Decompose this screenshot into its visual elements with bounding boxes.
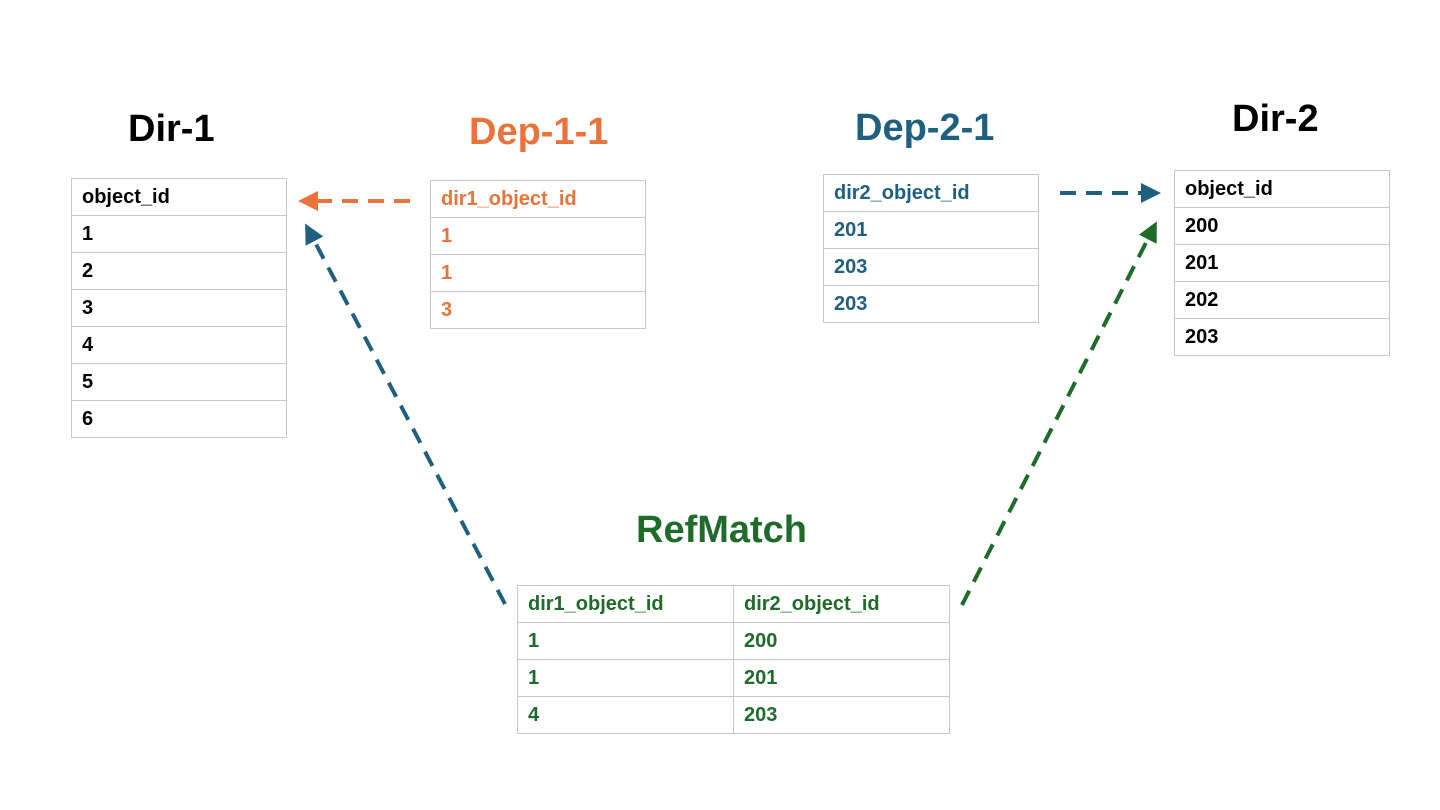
- table-header-row: dir2_object_id: [823, 174, 1039, 212]
- table-row: 203: [1174, 318, 1390, 356]
- arrow-refmatch-to-dir2: [960, 221, 1157, 606]
- dep21-table: dir2_object_id 201 203 203: [823, 174, 1039, 323]
- table-header-cell: dir1_object_id: [430, 180, 646, 218]
- table-header-row: object_id: [71, 178, 287, 216]
- table-header-row: dir1_object_id dir2_object_id: [517, 585, 950, 623]
- table-header-cell: object_id: [1174, 170, 1390, 208]
- table-cell: 5: [71, 363, 287, 401]
- table-row: 6: [71, 400, 287, 438]
- table-header-row: object_id: [1174, 170, 1390, 208]
- arrow-refmatch-to-dir1: [305, 223, 507, 605]
- table-header-cell: object_id: [71, 178, 287, 216]
- table-cell: 203: [823, 248, 1039, 286]
- table-row: 1: [430, 217, 646, 255]
- dir2-table: object_id 200 201 202 203: [1174, 170, 1390, 356]
- table-cell: 4: [71, 326, 287, 364]
- table-header-row: dir1_object_id: [430, 180, 646, 218]
- table-row: 203: [823, 285, 1039, 323]
- table-cell: 1: [430, 217, 646, 255]
- table-cell: 201: [1174, 244, 1390, 282]
- table-header-cell: dir2_object_id: [733, 585, 950, 623]
- table-cell: 201: [823, 211, 1039, 249]
- table-cell: 3: [430, 291, 646, 329]
- table-row: 201: [823, 211, 1039, 249]
- dir1-title: Dir-1: [128, 108, 215, 150]
- table-cell: 201: [733, 659, 950, 697]
- table-cell: 4: [517, 696, 734, 734]
- table-row: 3: [430, 291, 646, 329]
- table-cell: 203: [823, 285, 1039, 323]
- table-row: 1 200: [517, 622, 950, 660]
- table-row: 5: [71, 363, 287, 401]
- table-row: 203: [823, 248, 1039, 286]
- table-cell: 203: [733, 696, 950, 734]
- dep21-title: Dep-2-1: [855, 107, 995, 149]
- dir1-table: object_id 1 2 3 4 5 6: [71, 178, 287, 438]
- table-row: 200: [1174, 207, 1390, 245]
- table-cell: 203: [1174, 318, 1390, 356]
- table-cell: 200: [1174, 207, 1390, 245]
- table-cell: 1: [517, 622, 734, 660]
- dep11-title: Dep-1-1: [469, 111, 609, 153]
- table-cell: 3: [71, 289, 287, 327]
- table-cell: 6: [71, 400, 287, 438]
- table-row: 4 203: [517, 696, 950, 734]
- table-row: 201: [1174, 244, 1390, 282]
- table-header-cell: dir2_object_id: [823, 174, 1039, 212]
- refmatch-title: RefMatch: [636, 509, 808, 551]
- refmatch-table: dir1_object_id dir2_object_id 1 200 1 20…: [517, 585, 950, 734]
- dir2-title: Dir-2: [1232, 98, 1319, 140]
- table-row: 1 201: [517, 659, 950, 697]
- dep11-table: dir1_object_id 1 1 3: [430, 180, 646, 329]
- table-row: 3: [71, 289, 287, 327]
- table-cell: 1: [517, 659, 734, 697]
- table-row: 4: [71, 326, 287, 364]
